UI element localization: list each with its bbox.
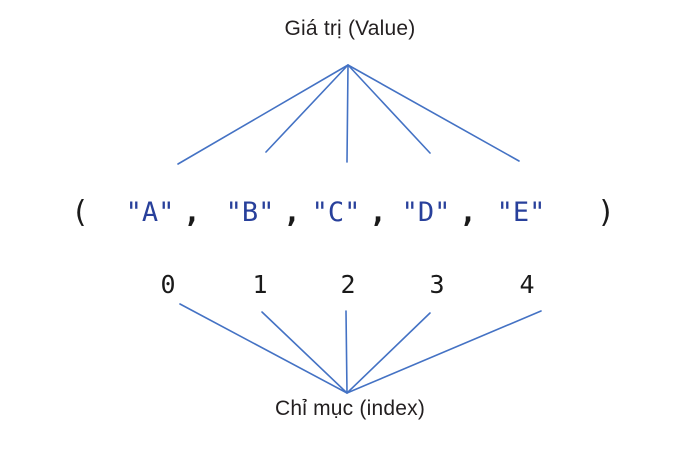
tuple-value-1: "B": [225, 197, 275, 228]
index-title-label: Chỉ mục (index): [274, 397, 426, 420]
open-paren: (: [70, 195, 90, 230]
tuple-row: ( "A" , "B" , "C" , "D" , "E" ): [0, 190, 700, 236]
top-fan-line-3: [347, 64, 431, 154]
bottom-fan-line-1: [261, 311, 348, 394]
index-row: 0 1 2 3 4: [0, 266, 700, 304]
top-fan-lines: [177, 64, 520, 165]
bottom-fan-line-4: [346, 310, 542, 394]
index-label-0: 0: [160, 270, 176, 299]
bottom-fan-line-0: [179, 303, 348, 394]
bottom-fan-line-2: [345, 310, 348, 394]
value-title-label: Giá trị (Value): [284, 17, 416, 40]
tuple-comma-3: ,: [458, 195, 478, 230]
top-fan-line-0: [177, 64, 349, 165]
tuple-comma-0: ,: [182, 195, 202, 230]
index-label-4: 4: [519, 270, 535, 299]
bottom-fan-lines: [179, 303, 542, 394]
tuple-comma-2: ,: [368, 195, 388, 230]
tuple-value-0: "A": [125, 197, 175, 228]
index-label-1: 1: [252, 270, 268, 299]
tuple-value-4: "E": [496, 197, 546, 228]
close-paren: ): [596, 195, 616, 230]
tuple-value-3: "D": [401, 197, 451, 228]
bottom-fan-line-3: [346, 312, 431, 394]
index-label-2: 2: [340, 270, 356, 299]
index-label-3: 3: [429, 270, 445, 299]
tuple-comma-1: ,: [282, 195, 302, 230]
top-fan-line-2: [346, 64, 349, 163]
top-fan-line-4: [347, 64, 520, 162]
tuple-value-2: "C": [311, 197, 361, 228]
top-fan-line-1: [265, 64, 349, 153]
